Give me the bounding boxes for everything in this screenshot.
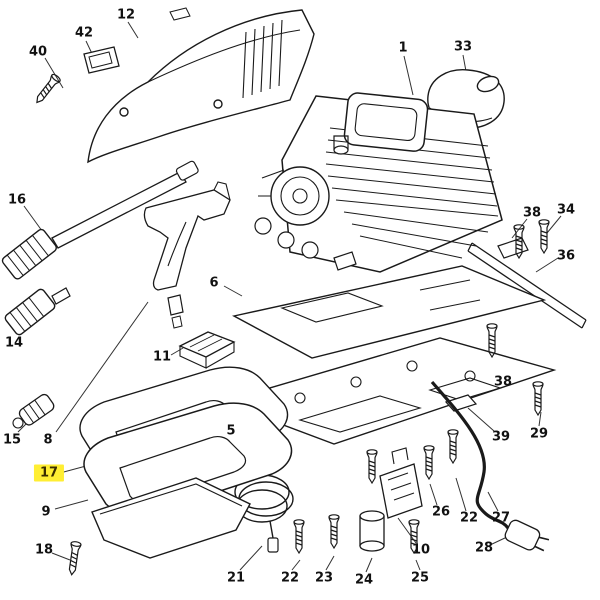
part-engine-pump-1 bbox=[254, 92, 503, 273]
part-bottom-tray-9 bbox=[91, 477, 251, 559]
part-coupler-14 bbox=[4, 287, 71, 336]
part-lance-16 bbox=[1, 160, 199, 280]
part-label-38b: 38 bbox=[493, 374, 513, 390]
part-plate-42 bbox=[83, 46, 120, 74]
part-label-10: 10 bbox=[411, 542, 431, 558]
part-bracket-38 bbox=[497, 237, 529, 259]
part-label-26: 26 bbox=[431, 504, 451, 520]
part-plug-28 bbox=[504, 519, 550, 552]
part-label-12: 12 bbox=[116, 7, 136, 23]
part-frame-top-6 bbox=[232, 265, 547, 359]
part-label-29: 29 bbox=[529, 426, 549, 442]
part-label-17: 17 bbox=[33, 464, 65, 482]
part-top-cover bbox=[87, 7, 315, 164]
part-label-36: 36 bbox=[556, 248, 576, 264]
part-label-38a: 38 bbox=[522, 205, 542, 221]
part-label-6: 6 bbox=[209, 275, 219, 291]
part-label-28: 28 bbox=[474, 540, 494, 556]
part-label-22a: 22 bbox=[459, 510, 479, 526]
part-nozzle-15 bbox=[12, 393, 55, 429]
part-handle-tube-36 bbox=[467, 242, 587, 329]
part-label-27: 27 bbox=[491, 510, 511, 526]
part-label-14: 14 bbox=[4, 335, 24, 351]
part-label-22b: 22 bbox=[280, 570, 300, 586]
part-tray-11 bbox=[178, 331, 236, 369]
part-label-39: 39 bbox=[491, 429, 511, 445]
part-label-16: 16 bbox=[7, 192, 27, 208]
part-label-23: 23 bbox=[314, 570, 334, 586]
part-label-34: 34 bbox=[556, 202, 576, 218]
part-label-33: 33 bbox=[453, 39, 473, 55]
part-label-24: 24 bbox=[354, 572, 374, 588]
part-label-11: 11 bbox=[152, 349, 172, 365]
part-spray-gun-8 bbox=[143, 181, 231, 329]
part-label-21: 21 bbox=[226, 570, 246, 586]
part-label-42: 42 bbox=[74, 25, 94, 41]
part-base-plate-5 bbox=[219, 337, 557, 445]
part-label-5: 5 bbox=[226, 423, 236, 439]
part-label-1: 1 bbox=[398, 40, 408, 56]
part-label-40: 40 bbox=[28, 44, 48, 60]
part-valve-10 bbox=[379, 447, 423, 519]
part-label-25: 25 bbox=[410, 570, 430, 586]
part-power-cord-27 bbox=[430, 380, 510, 530]
part-label-15: 15 bbox=[2, 432, 22, 448]
part-label-8: 8 bbox=[43, 432, 53, 448]
part-label-9: 9 bbox=[41, 504, 51, 520]
part-foot-24 bbox=[359, 510, 385, 552]
part-hose-coil-21 bbox=[234, 474, 294, 553]
part-label-18: 18 bbox=[34, 542, 54, 558]
